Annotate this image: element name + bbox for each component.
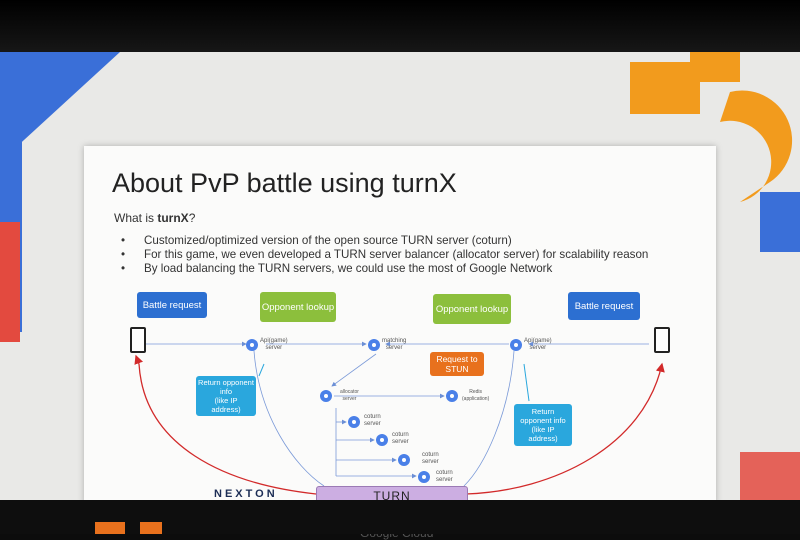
battle-request-right-callout: Battle request bbox=[568, 292, 640, 320]
red-bar bbox=[0, 222, 20, 342]
slide-title: About PvP battle using turnX bbox=[112, 168, 457, 198]
orange-stage-block bbox=[95, 522, 125, 534]
projection-screen: About PvP battle using turnX What is tur… bbox=[0, 52, 800, 540]
battle-request-left-callout: Battle request bbox=[137, 292, 207, 318]
coturn-server-1-icon bbox=[348, 416, 360, 428]
turnx-term: turnX bbox=[157, 211, 189, 225]
bullet-item: Customized/optimized version of the open… bbox=[118, 234, 648, 248]
mobile-device-left-icon bbox=[130, 327, 146, 353]
return-info-left-callout: Return opponent info (like IP address) bbox=[196, 376, 256, 416]
coturn-server-2-icon bbox=[376, 434, 388, 446]
orange-block bbox=[630, 62, 700, 114]
coturn-server-2-label: coturn server bbox=[392, 432, 409, 445]
return-arrow-right bbox=[465, 362, 665, 495]
api-server-left-icon bbox=[246, 339, 258, 351]
opponent-lookup-left-callout: Opponent lookup bbox=[260, 292, 336, 322]
redis-label: Redis (application) bbox=[462, 389, 490, 402]
matching-server-label: matching server bbox=[382, 338, 407, 351]
orange-top bbox=[690, 52, 740, 82]
blue-right bbox=[760, 192, 800, 252]
return-info-right-callout: Return opponent info (like IP address) bbox=[514, 404, 572, 446]
request-to-stun-callout: Request to STUN bbox=[430, 352, 484, 376]
background-decor bbox=[0, 52, 800, 507]
return-arrow-left bbox=[138, 363, 317, 495]
orange-stage-block bbox=[140, 522, 162, 534]
ceiling-dark bbox=[0, 0, 800, 60]
slide-question: What is turnX? bbox=[114, 211, 196, 225]
coturn-server-4-label: coturn server bbox=[436, 470, 453, 483]
mobile-device-right-icon bbox=[654, 327, 670, 353]
bullet-item: For this game, we even developed a TURN … bbox=[118, 248, 648, 262]
opponent-lookup-right-callout: Opponent lookup bbox=[433, 294, 511, 324]
coturn-server-4-icon bbox=[418, 471, 430, 483]
blue-shape bbox=[0, 52, 120, 162]
api-server-right-label: Api(game) server bbox=[524, 338, 552, 351]
allocator-server-icon bbox=[320, 390, 332, 402]
redis-icon bbox=[446, 390, 458, 402]
bullet-list: Customized/optimized version of the open… bbox=[118, 234, 648, 276]
red-bottom-right bbox=[740, 452, 800, 507]
matching-server-icon bbox=[368, 339, 380, 351]
slide: About PvP battle using turnX What is tur… bbox=[84, 146, 716, 506]
api-server-right-icon bbox=[510, 339, 522, 351]
coturn-server-3-icon bbox=[398, 454, 410, 466]
coturn-server-3-label: coturn server bbox=[422, 452, 439, 465]
allocator-server-label: allocator server bbox=[340, 389, 359, 402]
diagram-wires bbox=[134, 341, 665, 495]
orange-arc bbox=[720, 90, 793, 202]
api-server-left-label: Api(game) server bbox=[260, 338, 288, 351]
floor-dark bbox=[0, 500, 800, 534]
nexton-logo: NEXTON bbox=[214, 488, 278, 500]
bullet-item: By load balancing the TURN servers, we c… bbox=[118, 262, 648, 276]
coturn-server-1-label: coturn server bbox=[364, 414, 381, 427]
